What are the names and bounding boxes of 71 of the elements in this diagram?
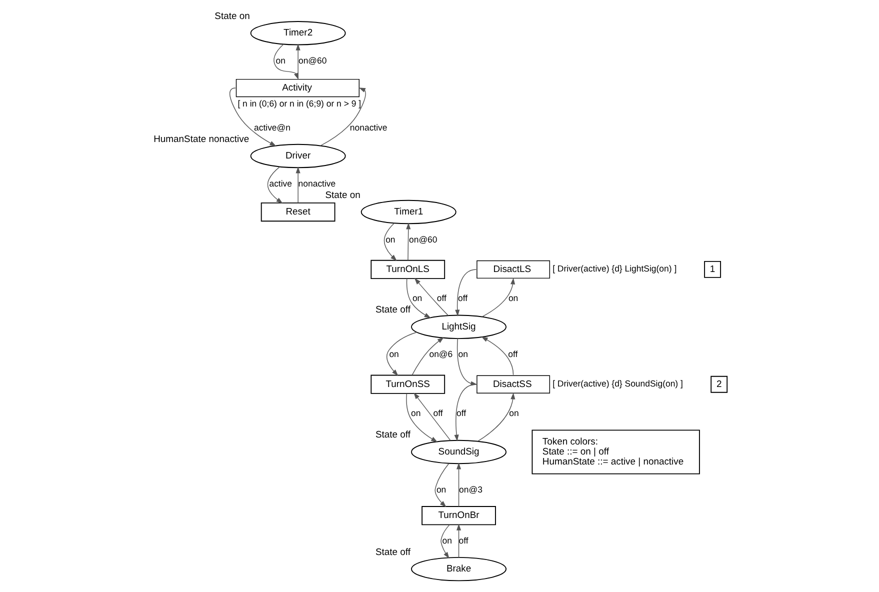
node-ellipse: Timer2 [250, 21, 346, 46]
node-ellipse: Driver [250, 144, 346, 168]
edge-label: active [269, 178, 292, 188]
edge-label: off [458, 535, 468, 546]
edge-label: off [433, 408, 443, 418]
edge-label: on [386, 234, 396, 244]
arrow [296, 166, 300, 204]
edge-label: on [412, 293, 422, 304]
edge-label: on [509, 408, 519, 418]
node-box: DisactLS [476, 260, 550, 279]
arrow [481, 336, 514, 376]
node-label: [ Driver(active) {d} SoundSig(on) ] [552, 378, 683, 389]
edge-label: off [456, 408, 466, 418]
arrow [454, 384, 477, 442]
edge-label: on@60 [409, 234, 438, 244]
edge-label: on [411, 408, 421, 418]
arrow [414, 278, 449, 316]
edge-label: on [389, 349, 399, 360]
node-label: HumanState nonactive [154, 134, 250, 145]
arrow [456, 524, 462, 558]
node-box: 2 [710, 376, 728, 393]
node-box: TurnOnSS [370, 374, 446, 394]
edge-label: on [442, 535, 452, 546]
node-label: State on [325, 190, 360, 201]
node-label: [ n in (0;6) or n in (6;9) or n > 9 ] [238, 98, 362, 109]
arrow [482, 278, 516, 318]
edge-label: off [458, 293, 468, 304]
edge-label: nonactive [350, 122, 388, 132]
edge-label: on@60 [298, 55, 327, 66]
edge-label: on@6 [429, 349, 453, 360]
arrow [440, 524, 450, 559]
node-label: [ Driver(active) {d} LightSig(on) ] [552, 264, 677, 274]
node-box: Activity [236, 78, 360, 98]
arrow [455, 269, 477, 316]
arrow [456, 462, 462, 507]
arrow [406, 278, 431, 318]
arrow [229, 88, 276, 146]
edge-label: off [508, 349, 518, 360]
node-ellipse: LightSig [411, 314, 506, 340]
arrow [434, 463, 450, 508]
arrow [384, 222, 397, 261]
arrow [412, 337, 444, 376]
arrow [267, 166, 283, 204]
node-box: 1 [704, 260, 722, 278]
node-box: Reset [260, 202, 336, 222]
node-ellipse: Timer1 [360, 200, 456, 224]
arrow [406, 393, 438, 442]
arrow [406, 222, 411, 261]
node-label: State off [375, 546, 410, 558]
node-label: State off [375, 304, 410, 316]
edge-label: nonactive [298, 178, 336, 188]
edge-label: on [458, 349, 468, 360]
node-ellipse: Brake [411, 556, 506, 582]
node-label: State on [214, 10, 250, 22]
node-box: DisactSS [476, 375, 550, 394]
arrow [414, 392, 451, 441]
edge-label: on [508, 293, 518, 304]
arrow [296, 44, 300, 79]
edge-label: on@3 [459, 484, 482, 494]
node-label: State off [375, 430, 410, 441]
edge-label: active@n [254, 122, 290, 132]
edge-label: on [436, 484, 446, 494]
arrow [320, 88, 366, 146]
edge-label: off [436, 293, 446, 304]
arrow [386, 332, 418, 376]
node-box: Token colors: State ::= on | off HumanState ::= active | nonactive [532, 430, 700, 474]
node-ellipse: SoundSig [411, 440, 506, 464]
node-box: TurnOnBr [422, 506, 496, 526]
edge-label: on [276, 55, 286, 66]
arrow [477, 392, 516, 442]
node-box: TurnOnLS [370, 260, 446, 280]
